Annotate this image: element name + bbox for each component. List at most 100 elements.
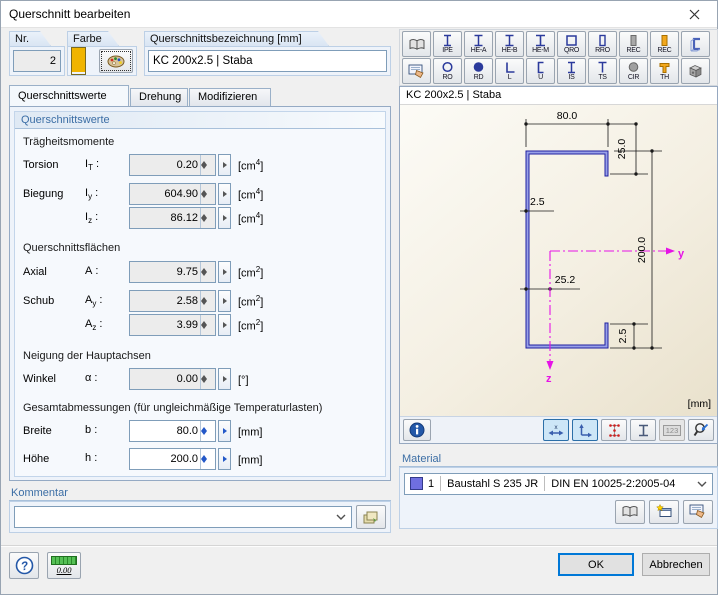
axis-y-label: y — [678, 248, 685, 260]
kommentar-combobox[interactable] — [14, 506, 352, 528]
spinner-control[interactable] — [200, 421, 215, 441]
value-detail-button[interactable] — [218, 154, 231, 176]
toggle-outline-button[interactable] — [630, 419, 656, 441]
spinner-control[interactable] — [200, 369, 215, 389]
symbol-alpha: α : — [85, 371, 98, 384]
profile-u-button[interactable]: U — [526, 58, 555, 84]
unit-label: [cm4] — [238, 157, 264, 173]
row-label: Winkel — [23, 373, 57, 385]
comment-templates-button[interactable] — [356, 505, 386, 529]
spinner-control[interactable] — [200, 208, 215, 228]
row-breite: Breite b : 80.0 [mm] — [19, 420, 262, 442]
color-swatch[interactable] — [71, 47, 86, 75]
profile-hem-button[interactable]: HE-M — [526, 31, 555, 57]
material-id: 1 — [428, 477, 435, 490]
help-icon: ? — [15, 556, 33, 575]
symbol-iz: Iz : — [85, 210, 99, 226]
profile-qro-button[interactable]: QRO — [557, 31, 586, 57]
kommentar-input[interactable] — [20, 508, 336, 526]
value-detail-button[interactable] — [218, 314, 231, 336]
dimension-ticks — [524, 122, 654, 350]
section-drawing[interactable]: y z 80.0 25.0 2.5 25.2 200.0 2.5 [mm] — [400, 105, 717, 416]
close-button[interactable] — [679, 4, 709, 25]
schub-ay-field[interactable]: 2.58 — [129, 290, 216, 312]
hoehe-h-field[interactable]: 200.0 — [129, 448, 216, 470]
spinner-control[interactable] — [200, 184, 215, 204]
edit-material-button[interactable] — [683, 499, 713, 524]
chevron-down-icon[interactable] — [697, 481, 707, 487]
toggle-axes-button[interactable] — [572, 419, 598, 441]
section-gesamtabmessungen: Gesamtabmessungen (für ungleichmäßige Te… — [23, 402, 323, 414]
spinner-control[interactable] — [200, 262, 215, 282]
profile-cir-button[interactable]: CIR — [619, 58, 648, 84]
section-info-button[interactable] — [403, 419, 431, 441]
thin-walled-section-button[interactable] — [681, 31, 710, 57]
schub-az-field[interactable]: 3.99 — [129, 314, 216, 336]
symbol-b: b : — [85, 423, 98, 436]
profile-th-button[interactable]: TH — [650, 58, 679, 84]
new-material-button[interactable] — [649, 499, 679, 524]
tab-querschnittswerte[interactable]: Querschnittswerte — [9, 85, 129, 106]
row-biegung-y: Biegung Iy : 604.90 [cm4] — [19, 183, 263, 205]
value-detail-button[interactable] — [218, 420, 231, 442]
profile-heb-button[interactable]: HE-B — [495, 31, 524, 57]
dim-lip-thickness-label: 2.5 — [617, 329, 629, 344]
toggle-dimensions-button[interactable]: x — [543, 419, 569, 441]
section-drawing-svg: y z 80.0 25.0 2.5 25.2 200.0 2.5 [mm] — [520, 110, 711, 410]
value-detail-button[interactable] — [218, 261, 231, 283]
profile-l-button[interactable]: L — [495, 58, 524, 84]
profile-hea-button[interactable]: HE-A — [464, 31, 493, 57]
breite-b-field[interactable]: 80.0 — [129, 420, 216, 442]
profile-type-toolbar: IPE HE-A HE-B HE-M QRO RRO REC REC — [399, 29, 718, 86]
toggle-stress-points-button[interactable] — [601, 419, 627, 441]
profile-rd-button[interactable]: RD — [464, 58, 493, 84]
value-detail-button[interactable] — [218, 368, 231, 390]
farbe-group: Farbe — [67, 31, 137, 76]
profile-rec-button[interactable]: REC — [619, 31, 648, 57]
units-value: 0.00 — [56, 565, 72, 575]
bezeichnung-input[interactable] — [148, 50, 387, 72]
axial-a-field[interactable]: 9.75 — [129, 261, 216, 283]
dim-web-thickness-label: 2.5 — [530, 196, 545, 208]
profile-is-button[interactable]: IS — [557, 58, 586, 84]
value-detail-button[interactable] — [218, 448, 231, 470]
winkel-alpha-field[interactable]: 0.00 — [129, 368, 216, 390]
units-settings-button[interactable]: 0.00 — [47, 552, 81, 579]
help-button[interactable]: ? — [9, 552, 39, 579]
profile-ro-button[interactable]: RO — [433, 58, 462, 84]
torsion-value-field[interactable]: 0.20 — [129, 154, 216, 176]
profile-ts-button[interactable]: TS — [588, 58, 617, 84]
edit-section-parameters-button[interactable] — [402, 58, 431, 84]
unit-label: [mm] — [238, 426, 263, 439]
new-window-star-icon — [655, 504, 671, 517]
spinner-control[interactable] — [200, 315, 215, 335]
tab-modifizieren[interactable]: Modifizieren — [189, 88, 271, 106]
value-detail-button[interactable] — [218, 207, 231, 229]
ok-button[interactable]: OK — [558, 553, 634, 576]
spinner-control[interactable] — [200, 449, 215, 469]
toggle-numbering-button: 123 — [659, 419, 685, 441]
cancel-button[interactable]: Abbrechen — [642, 553, 710, 576]
section-library-button[interactable] — [402, 31, 431, 57]
material-norm: DIN EN 10025-2:2005-04 — [551, 477, 676, 490]
spinner-control[interactable] — [200, 155, 215, 175]
window-title: Querschnitt bearbeiten — [9, 7, 131, 21]
zoom-fit-button[interactable] — [688, 419, 714, 441]
color-palette-button[interactable] — [99, 49, 133, 73]
chevron-down-icon[interactable] — [336, 514, 346, 520]
library-book-icon — [409, 38, 424, 50]
material-dropdown[interactable]: 1 Baustahl S 235 JR DIN EN 10025-2:2005-… — [404, 472, 713, 495]
biegung-iy-field[interactable]: 604.90 — [129, 183, 216, 205]
footer-divider — [1, 545, 717, 547]
biegung-iz-field[interactable]: 86.12 — [129, 207, 216, 229]
spinner-control[interactable] — [200, 291, 215, 311]
profile-rro-button[interactable]: RRO — [588, 31, 617, 57]
solid-section-button[interactable] — [681, 58, 710, 84]
material-library-button[interactable] — [615, 499, 645, 524]
tab-drehung[interactable]: Drehung — [130, 88, 188, 106]
row-biegung-z: Iz : 86.12 [cm4] — [19, 207, 263, 229]
value-detail-button[interactable] — [218, 183, 231, 205]
profile-rec-timber-button[interactable]: REC — [650, 31, 679, 57]
value-detail-button[interactable] — [218, 290, 231, 312]
profile-ipe-button[interactable]: IPE — [433, 31, 462, 57]
